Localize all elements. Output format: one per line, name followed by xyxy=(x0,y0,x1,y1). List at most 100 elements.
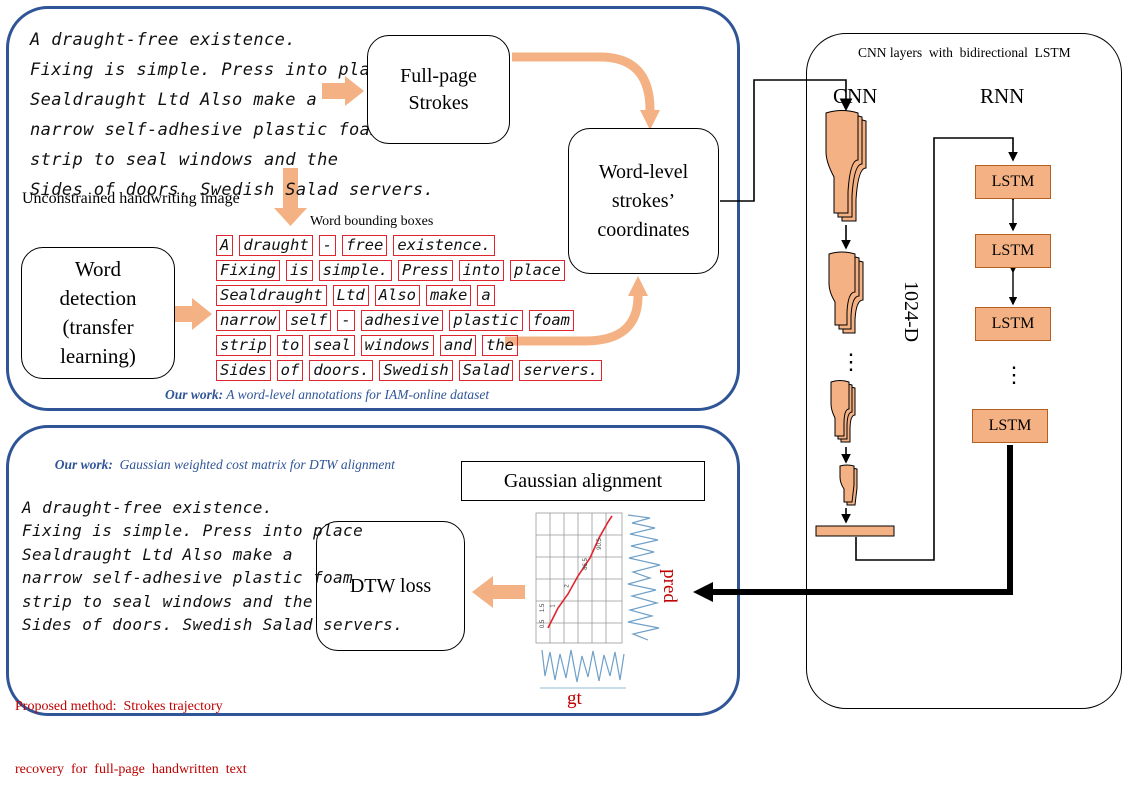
recovered-line: A draught-free existence. xyxy=(22,498,273,517)
word-box: make xyxy=(425,285,472,306)
word-level-strokes-box: Word-level strokes’ coordinates xyxy=(568,128,719,274)
matrix-labels: 0.5 1 1.5 2 86.5 90.5 xyxy=(536,513,622,643)
word-detection-label-1: Word xyxy=(74,257,122,281)
handwriting-image: A draught-free existence. Fixing is simp… xyxy=(30,30,434,210)
word-box: Swedish xyxy=(379,360,453,381)
word-box: the xyxy=(482,335,518,356)
full-page-label-2: Strokes xyxy=(408,91,469,114)
bbox-line: Fixing is simple. Press into place xyxy=(216,258,602,283)
cnn-feature-bar xyxy=(815,525,895,537)
word-box: is xyxy=(286,260,313,281)
cnn-stack-1 xyxy=(825,110,867,222)
top-panel xyxy=(6,6,740,411)
connector-lstm-to-pred xyxy=(712,445,1013,595)
rnn-label: RNN xyxy=(980,84,1025,108)
word-box: to xyxy=(276,335,304,356)
bottom-caption-text: Gaussian weighted cost matrix for DTW al… xyxy=(112,457,395,472)
word-box: into xyxy=(458,260,504,281)
recovered-line: narrow self-adhesive plastic foam xyxy=(22,568,354,588)
word-box: place xyxy=(510,260,565,281)
word-box: Press xyxy=(398,260,453,281)
word-box: Ltd xyxy=(332,285,369,306)
word-box: - xyxy=(318,235,337,256)
curve-bboxes-to-wordlevel xyxy=(505,295,643,346)
word-box: free xyxy=(342,235,388,256)
bottom-caption: Our work: Gaussian weighted cost matrix … xyxy=(48,441,395,473)
arrow-image-to-bboxes xyxy=(274,168,307,226)
cnn-label: CNN xyxy=(833,84,878,108)
recovered-handwriting: A draught-free existence. Fixing is simp… xyxy=(22,498,403,638)
word-box: doors. xyxy=(309,360,374,381)
handwriting-line: Sealdraught Ltd Also make a xyxy=(30,90,318,110)
handwriting-line: Fixing is simple. Press into place. xyxy=(30,60,403,80)
word-box: plastic xyxy=(449,310,523,331)
word-box: Sides xyxy=(216,360,271,381)
word-box: of xyxy=(276,360,304,381)
top-caption: Our work: A word-level annotations for I… xyxy=(165,387,489,403)
cnn-stack-2 xyxy=(828,251,864,334)
word-box: existence. xyxy=(393,235,495,256)
word-box: - xyxy=(337,310,355,331)
word-box: draught xyxy=(239,235,313,256)
word-box: narrow xyxy=(216,310,280,331)
word-box: Also xyxy=(374,285,420,306)
handwriting-line: A draught-free existence. xyxy=(30,30,296,50)
word-box: adhesive xyxy=(360,310,444,331)
handwriting-line: narrow self-adhesive plastic foam xyxy=(30,120,381,140)
word-box: Fixing xyxy=(216,260,280,281)
arrow-dtw-input xyxy=(472,576,525,608)
word-box: a xyxy=(477,285,495,306)
cnn-stack-4 xyxy=(839,464,858,506)
curve-fullpage-head xyxy=(640,110,660,130)
matrix-label-c: 1.5 xyxy=(540,603,547,613)
bbox-line: Sides of doors. Swedish Salad servers. xyxy=(216,358,602,383)
proposed-line-1: Proposed method: Strokes trajectory xyxy=(15,699,223,714)
word-level-label-3: coordinates xyxy=(597,218,690,241)
pred-label: pred xyxy=(658,569,680,603)
word-detection-label-3: (transfer xyxy=(62,315,134,339)
arrow-image-to-fullpage xyxy=(322,76,364,106)
lstm-ellipsis: ⋮ xyxy=(1003,362,1025,387)
full-page-label-1: Full-page xyxy=(400,64,477,87)
gaussian-alignment-box: Gaussian alignment xyxy=(461,461,705,501)
lstm-cell-4: LSTM xyxy=(972,409,1048,443)
handwriting-line: Sides of doors. Swedish Salad servers. xyxy=(30,180,435,200)
handwriting-line: strip to seal windows and the xyxy=(30,150,339,170)
connector-cnn-to-rnn xyxy=(855,137,1018,561)
word-box: A xyxy=(216,235,234,256)
curve-bboxes-head xyxy=(628,276,648,296)
pred-waveform xyxy=(627,514,661,641)
curve-fullpage-to-wordlevel xyxy=(512,52,655,111)
bbox-line: A draught - free existence. xyxy=(216,233,602,258)
gaussian-matrix xyxy=(535,512,623,644)
word-detection-label-2: detection xyxy=(59,286,137,310)
matrix-label-b: 1 xyxy=(550,604,557,608)
bbox-line: strip to seal windows and the xyxy=(216,333,602,358)
proposed-method: Proposed method: Strokes trajectory reco… xyxy=(15,654,247,801)
word-box: strip xyxy=(216,335,271,356)
bbox-line: narrow self - adhesive plastic foam xyxy=(216,308,602,333)
lstm-cell-2: LSTM xyxy=(975,234,1051,268)
word-box: and xyxy=(440,335,476,356)
full-page-strokes-box: Full-page Strokes xyxy=(367,35,510,144)
cnn-stack-3 xyxy=(830,380,856,443)
recovered-line: Sides of doors. Swedish Salad servers. xyxy=(22,614,404,634)
gt-label: gt xyxy=(567,688,582,709)
word-box: windows xyxy=(360,335,434,356)
arrow-detection-to-bboxes xyxy=(172,298,212,330)
word-detection-label-4: learning) xyxy=(60,344,136,368)
word-box: simple. xyxy=(318,260,392,281)
connector-wordlevel-to-cnn xyxy=(720,79,853,202)
word-level-label-2: strokes’ xyxy=(611,189,676,212)
recovered-line: Fixing is simple. Press into place xyxy=(22,521,364,541)
word-box: foam xyxy=(528,310,574,331)
lstm-cell-3: LSTM xyxy=(975,307,1051,341)
word-box: self xyxy=(286,310,332,331)
word-bounding-boxes: A draught - free existence. Fixing is si… xyxy=(216,233,602,383)
lstm-cell-1: LSTM xyxy=(975,165,1051,199)
bottom-caption-bold: Our work: xyxy=(54,457,113,472)
word-box: Salad xyxy=(458,360,514,381)
word-box: Sealdraught xyxy=(216,285,327,306)
connector-layer xyxy=(172,52,1018,689)
bottom-panel xyxy=(6,425,740,716)
